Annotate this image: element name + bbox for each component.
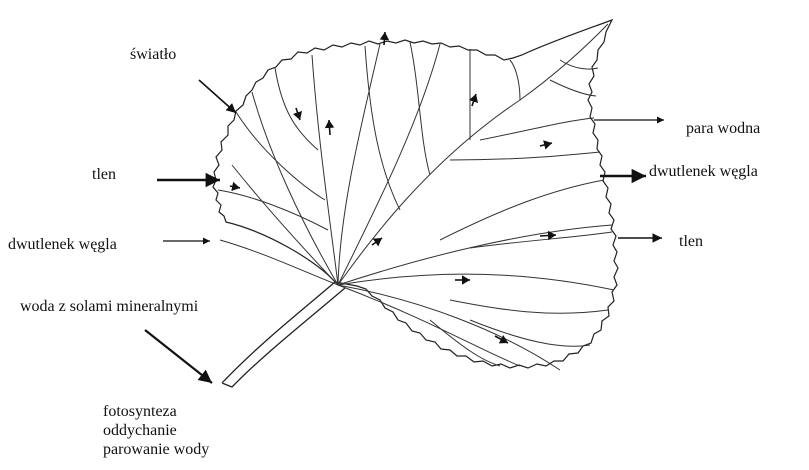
label-water-vapour: para wodna	[686, 120, 760, 138]
label-oxygen-out: tlen	[679, 233, 703, 251]
label-co2-out: dwutlenek węgla	[649, 163, 758, 181]
leaf-petiole	[222, 282, 345, 387]
legend-item-respiration: oddychanie	[103, 421, 209, 440]
legend-item-transpiration: parowanie wody	[103, 440, 209, 459]
label-light: światło	[130, 46, 176, 64]
legend-item-photosynthesis: fotosynteza	[103, 402, 209, 421]
label-co2-in: dwutlenek węgla	[8, 236, 117, 254]
arrow-light	[199, 80, 236, 113]
process-legend: fotosynteza oddychanie parowanie wody	[103, 402, 209, 459]
label-oxygen-in: tlen	[92, 166, 116, 184]
arrow-water-in	[145, 330, 212, 383]
label-water-minerals: woda z solami mineralnymi	[20, 298, 198, 316]
